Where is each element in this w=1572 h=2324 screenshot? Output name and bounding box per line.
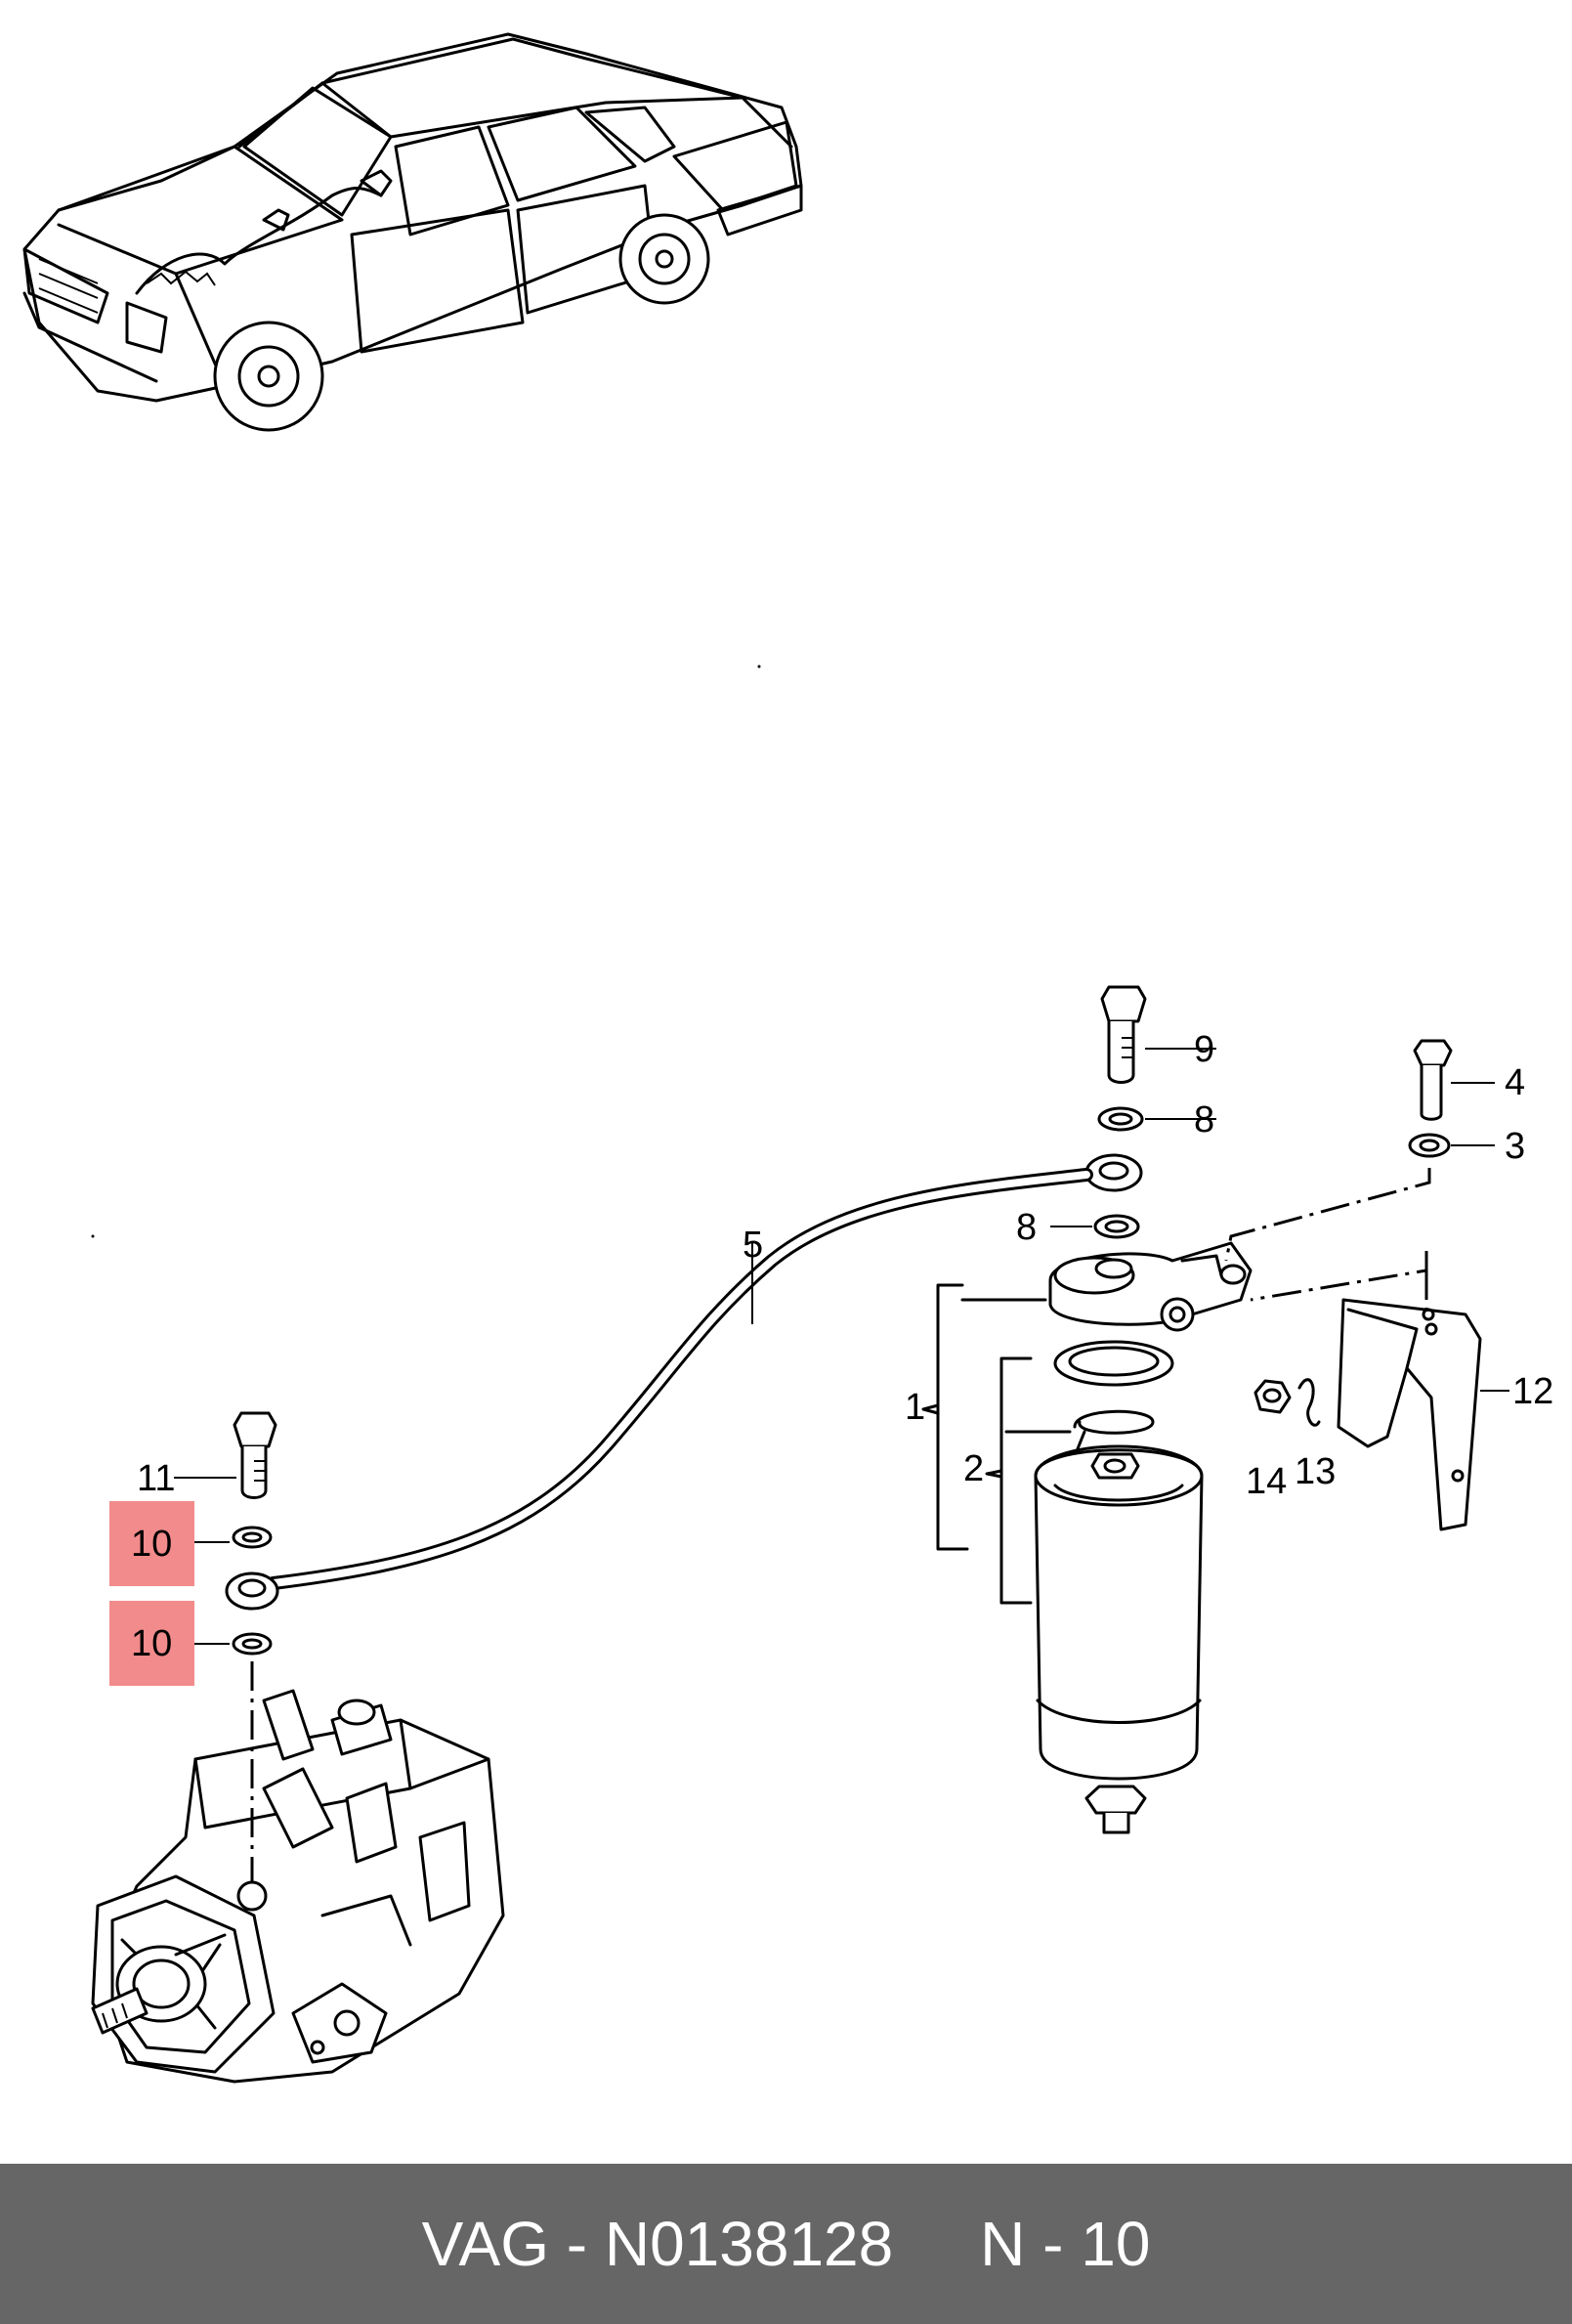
car-illustration [22, 32, 803, 432]
callout-8-lower: 8 [1016, 1207, 1037, 1248]
callout-9: 9 [1194, 1029, 1214, 1070]
washer-3 [1408, 1133, 1451, 1158]
callout-14: 14 [1246, 1461, 1287, 1502]
footer-brand: VAG [421, 2209, 549, 2279]
banjo-fitting-lower [225, 1571, 279, 1611]
washer-8-lower [1093, 1214, 1140, 1239]
callout-10-lower: 10 [131, 1623, 172, 1664]
footer-reference: N - 10 [980, 2209, 1151, 2279]
nut-14 [1253, 1379, 1292, 1414]
callout-2: 2 [963, 1448, 984, 1489]
bolt-9 [1100, 985, 1216, 1084]
callout-1: 1 [905, 1387, 925, 1428]
callout-11: 11 [137, 1458, 175, 1499]
footer-part-number: N0138128 [604, 2209, 894, 2279]
highlight-box-10-upper [109, 1501, 194, 1586]
callout-5: 5 [743, 1225, 763, 1266]
footer-gap [893, 2208, 980, 2280]
parts-diagram: 1 2 3 4 5 8 8 9 10 10 11 12 13 14 [22, 32, 1553, 2084]
bolt-4 [1413, 1039, 1495, 1121]
highlight-box-10-lower [109, 1601, 194, 1686]
washer-10-upper [232, 1526, 273, 1549]
callout-4: 4 [1505, 1062, 1525, 1103]
callout-12: 12 [1512, 1371, 1553, 1412]
callout-13: 13 [1295, 1451, 1336, 1492]
callout-10-upper: 10 [131, 1524, 172, 1565]
clip-13 [1297, 1378, 1321, 1427]
mounting-bracket-12 [1337, 1298, 1509, 1531]
injection-pump [91, 1661, 505, 2084]
part-number-footer: VAG - N0138128 N - 10 [0, 2164, 1572, 2324]
banjo-fitting-upper [1084, 1153, 1143, 1192]
washer-10-lower [232, 1632, 273, 1656]
bolt-11 [174, 1411, 277, 1499]
callout-8-upper: 8 [1194, 1099, 1214, 1140]
fuel-filter-assembly [921, 1241, 1253, 1834]
callout-3: 3 [1505, 1126, 1525, 1167]
washer-8-upper [1097, 1106, 1144, 1132]
footer-separator: - [548, 2209, 605, 2279]
fuel-hose-5 [267, 1168, 1093, 1590]
